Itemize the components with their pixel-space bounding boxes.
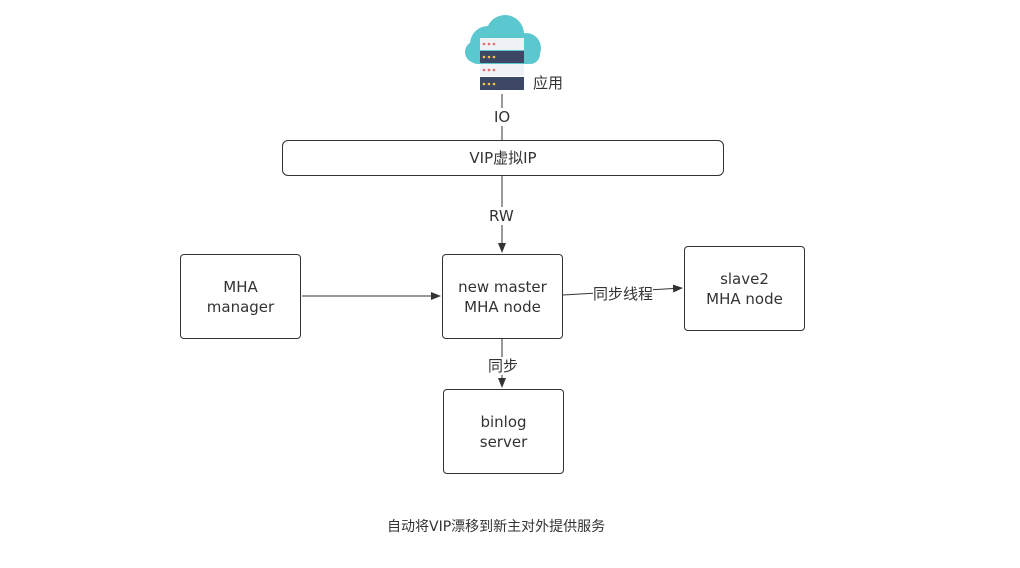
slave2-box: slave2 MHA node [684, 246, 805, 331]
io-label: IO [494, 108, 511, 126]
new-master-box: new master MHA node [442, 254, 563, 339]
binlog-server-line1: binlog [480, 412, 527, 431]
mha-manager-line1: MHA [223, 277, 258, 296]
sync-label: 同步 [488, 357, 519, 375]
binlog-server-line2: server [479, 432, 528, 451]
rw-label: RW [489, 207, 514, 225]
slave2-line2: MHA node [706, 289, 783, 308]
sync-thread-label: 同步线程 [593, 285, 654, 303]
slave2-line1: slave2 [720, 269, 769, 288]
vip-box-label: VIP虚拟IP [469, 149, 537, 167]
vip-box: VIP虚拟IP [282, 140, 724, 176]
mha-manager-box: MHA manager [180, 254, 301, 339]
diagram-caption: 自动将VIP漂移到新主对外提供服务 [387, 519, 606, 535]
binlog-server-box: binlog server [443, 389, 564, 474]
new-master-line1: new master [458, 277, 547, 296]
new-master-line2: MHA node [464, 297, 541, 316]
app-label: 应用 [533, 74, 564, 92]
mha-manager-line2: manager [206, 297, 275, 316]
cloud-server-icon [465, 15, 541, 90]
